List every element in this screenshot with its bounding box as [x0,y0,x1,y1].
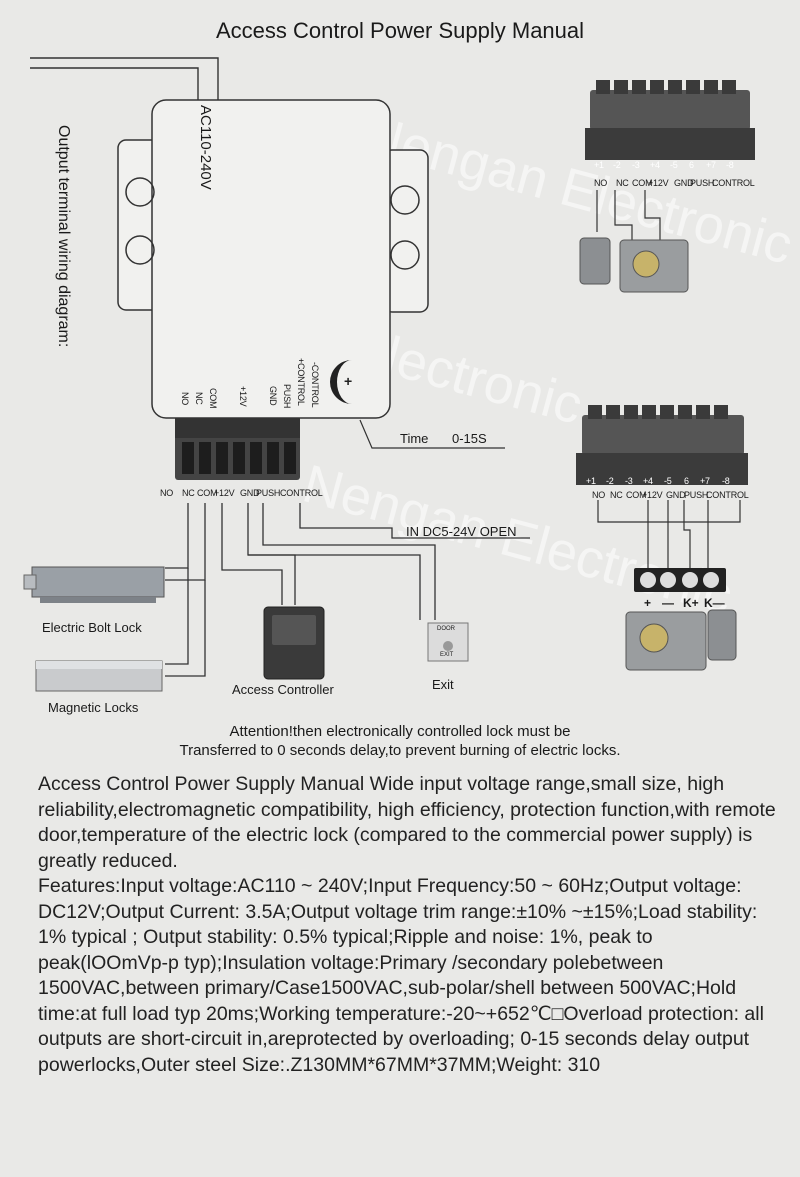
terminal-number: +7 [706,160,716,170]
terminal-number: -3 [632,160,640,170]
mounting-holes [125,177,420,270]
exit-plate-bottom: EXIT [440,652,454,658]
terminal-name: COM [632,178,653,188]
terminal-number: +1 [594,160,604,170]
wiring-diagram-side-label: Output terminal wiring diagram: [55,125,72,348]
unit-terminal-label: -CONTROL [310,362,320,408]
block-label-12v: +12V [214,488,235,498]
terminal-number: 6 [684,476,689,486]
attention-note: Attention!then electronically controlled… [80,722,720,760]
access-controller-label: Access Controller [232,682,334,697]
block-label-nc: NC [182,488,195,498]
exit-plate-top: DOOR [437,626,455,632]
terminal-block-bottom-right [576,405,748,485]
terminal-name: +12V [648,178,669,188]
block-label-control: CONTROL [280,488,323,498]
terminal-name: NC [610,490,623,500]
unit-terminal-label: +CONTROL [296,358,306,406]
trimmer-knob: + [330,360,352,404]
exit-label: Exit [432,677,454,692]
attention-line: Attention!then electronically controlled… [229,723,571,740]
bottom-right-wiring [597,500,741,575]
unit-terminal-label: +12V [238,386,248,407]
electric-bolt-lock-image [23,566,165,603]
unit-terminal-label: PUSH [282,384,292,409]
time-value: 0-15S [452,431,487,446]
terminal-name: NO [592,490,606,500]
magnetic-locks-label: Magnetic Locks [48,700,139,715]
rim-lock-top-image [579,237,689,293]
unit-terminal-label: NC [194,392,204,405]
power-supply-unit [117,99,429,419]
block-label-gnd: GND [240,488,260,498]
terminal-name: +12V [642,490,663,500]
connector-label-minus: — [662,596,674,610]
attention-line: Transferred to 0 seconds delay,to preven… [179,742,621,759]
unit-terminal-label: COM [208,388,218,409]
terminal-name: NC [616,178,629,188]
unit-terminal-label: NO [180,392,190,406]
lock-connector [634,568,726,592]
terminal-number: -8 [722,476,730,486]
manual-paragraph-intro: Access Control Power Supply Manual Wide … [38,773,776,872]
terminal-number: -5 [664,476,672,486]
manual-body: Access Control Power Supply Manual Wide … [38,772,778,1078]
terminal-number: 6 [689,160,694,170]
block-label-no: NO [160,488,174,498]
time-leader-line [359,419,505,449]
terminal-name: PUSH [684,490,709,500]
connector-label-k-minus: K— [704,596,725,610]
terminal-number: -8 [726,160,734,170]
wiring-diagram: Nengan Electronic Nengan Electronic Neng… [23,57,799,692]
input-signal-label: IN DC5-24V OPEN [406,524,517,539]
terminal-name: GND [674,178,694,188]
unit-terminal-label: GND [268,386,278,406]
exit-button-image [427,622,469,662]
terminal-number: +1 [586,476,596,486]
unit-terminal-block [175,418,300,480]
connector-label-k-plus: K+ [683,596,699,610]
input-voltage-label: AC110-240V [197,105,214,190]
terminal-name: PUSH [690,178,715,188]
terminal-name: NO [594,178,608,188]
terminal-number: -3 [625,476,633,486]
manual-title: Access Control Power Supply Manual [215,18,585,43]
connector-label-plus: + [644,596,652,610]
magnetic-lock-image [35,660,163,692]
terminal-name: COM [626,490,647,500]
manual-paragraph-features: Features:Input voltage:AC110 ~ 240V;Inpu… [38,875,764,1076]
terminal-number: +4 [643,476,653,486]
rim-lock-bottom-image [625,609,737,671]
terminal-number: -2 [613,160,621,170]
block-label-com: COM [197,488,218,498]
ac-input-wires [30,57,219,100]
svg-text:+: + [344,373,352,389]
terminal-name: CONTROL [706,490,749,500]
terminal-name: GND [666,490,686,500]
terminal-number: +4 [650,160,660,170]
device-wiring [165,503,530,677]
terminal-number: -5 [670,160,678,170]
terminal-block-top-right [585,80,755,160]
access-controller-image [263,606,325,680]
time-label: Time [400,431,429,446]
electric-bolt-lock-label: Electric Bolt Lock [42,620,142,635]
block-label-push: PUSH [256,488,281,498]
terminal-number: -2 [606,476,614,486]
terminal-name: CONTROL [712,178,755,188]
terminal-number: +7 [700,476,710,486]
top-right-wiring [596,190,661,245]
